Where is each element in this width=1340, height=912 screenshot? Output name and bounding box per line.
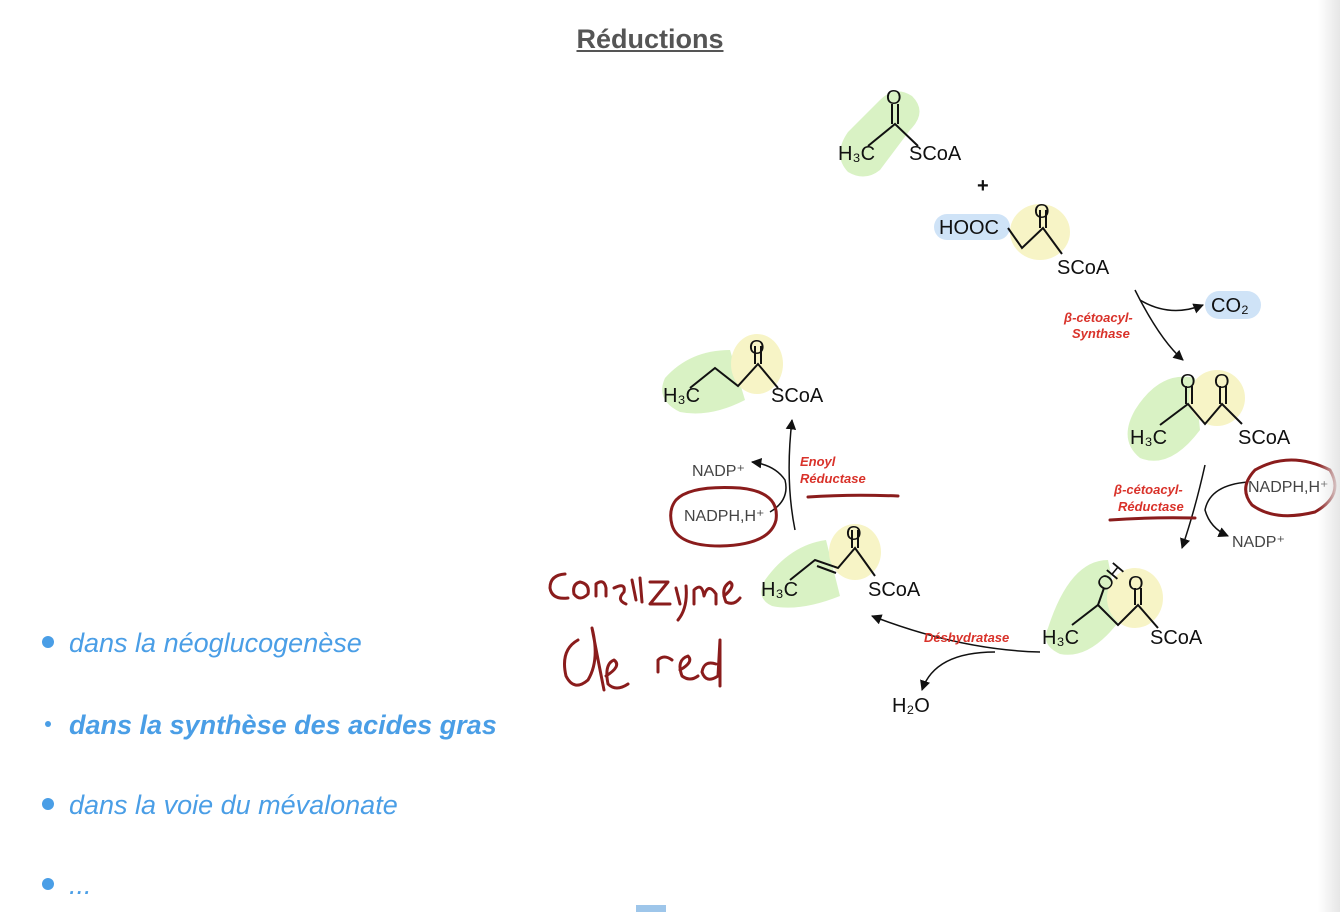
page-title: Réductions [576, 24, 724, 54]
malonyl-scoa-label: SCoA [1057, 257, 1110, 279]
plus-sign: + [977, 175, 989, 197]
ketoacyl-scoa-label: SCoA [1238, 427, 1291, 449]
acetyl-scoa-label: SCoA [909, 143, 962, 165]
dehydratase-step: Déshydratase H₂O [871, 614, 1041, 717]
enoyl-oxygen-label: O [846, 523, 862, 545]
bullet-text: dans la voie du mévalonate [69, 790, 398, 820]
ketoreductase-label-line1: β-cétoacyl- [1113, 482, 1183, 497]
enoyl-reductase-step: NADP⁺ NADPH,H⁺ Enoyl Réductase [684, 418, 866, 531]
acetyl-oxygen-label: O [886, 87, 902, 109]
ketoacyl-oxygen-2: O [1214, 371, 1230, 393]
ketoreductase-step: NADPH,H⁺ NADP⁺ β-cétoacyl- Réductase [1113, 464, 1328, 551]
malonyl-hooc-label: HOOC [939, 217, 999, 239]
hand-underline-right [1108, 516, 1197, 522]
enoyl-reductase-label-line2: Réductase [800, 471, 866, 486]
acetyl-coa-molecule: O H₃C SCoA [838, 87, 962, 177]
nadp-right-label: NADP⁺ [1232, 534, 1285, 551]
hydroxyacyl-methyl-label: H₃C [1042, 627, 1079, 649]
enoyl-coa-molecule: O H₃C SCoA [761, 523, 921, 608]
malonyl-coa-molecule: O HOOC SCoA [934, 201, 1110, 279]
bullet-item-mevalonate: dans la voie du mévalonate [42, 790, 398, 821]
bullet-item-ellipsis: ... [42, 870, 92, 901]
bullet-dot-icon [42, 797, 54, 810]
hand-circle-left [669, 486, 778, 548]
enoyl-methyl-label: H₃C [761, 579, 798, 601]
bullet-dot-icon [42, 877, 54, 890]
bullet-text: ... [69, 870, 92, 900]
butyryl-oxygen-label: O [749, 337, 765, 359]
enoyl-scoa-label: SCoA [868, 579, 921, 601]
butyryl-methyl-label: H₃C [663, 385, 700, 407]
bullet-text: dans la néoglucogenèse [69, 628, 362, 658]
butyryl-coa-molecule: O H₃C SCoA [662, 334, 824, 414]
hand-word-coenzyme [548, 572, 742, 622]
butyryl-scoa-label: SCoA [771, 385, 824, 407]
bullet-dot-icon [45, 720, 51, 727]
right-edge-shadow [1318, 0, 1340, 912]
ketoacyl-methyl-label: H₃C [1130, 427, 1167, 449]
hydroxyacyl-scoa-label: SCoA [1150, 627, 1203, 649]
hydroxyacyl-oxygen-label: O [1128, 573, 1144, 595]
ketoacyl-oxygen-1: O [1180, 371, 1196, 393]
acetyl-methyl-label: H₃C [838, 143, 875, 165]
nadph-left-label: NADPH,H⁺ [684, 508, 764, 525]
hydroxyacyl-coa-molecule: OH O H₃C SCoA [1042, 559, 1203, 655]
bottom-slide-indicator [636, 905, 666, 912]
hand-underline-left [806, 493, 900, 499]
malonyl-oxygen-label: O [1034, 201, 1050, 223]
nadph-right-label: NADPH,H⁺ [1248, 479, 1328, 496]
ketoacyl-coa-molecule: O O H₃C SCoA [1127, 370, 1291, 461]
synthase-label-line2: Synthase [1072, 326, 1130, 341]
water-label: H₂O [892, 695, 930, 717]
hand-word-de-red [563, 626, 722, 692]
enoyl-reductase-label-line1: Enoyl [800, 454, 836, 469]
synthase-step: CO₂ β-cétoacyl- Synthase [1063, 289, 1261, 361]
synthase-label-line1: β-cétoacyl- [1063, 310, 1133, 325]
handwritten-annotations [548, 458, 1337, 692]
co2-label: CO₂ [1211, 295, 1249, 317]
bullet-item-neoglucogenese: dans la néoglucogenèse [42, 628, 362, 659]
hand-circle-right [1244, 458, 1337, 518]
dehydratase-label: Déshydratase [924, 630, 1009, 645]
nadp-left-label: NADP⁺ [692, 463, 745, 480]
bullet-dot-icon [42, 635, 54, 648]
bullet-item-acides-gras: dans la synthèse des acides gras [42, 710, 497, 741]
ketoreductase-label-line2: Réductase [1118, 499, 1184, 514]
bullet-text: dans la synthèse des acides gras [69, 710, 497, 740]
